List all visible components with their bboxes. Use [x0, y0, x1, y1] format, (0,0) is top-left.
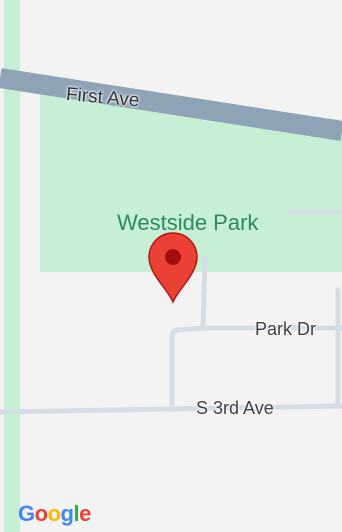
logo-letter: g	[60, 501, 74, 526]
google-logo: Google	[18, 501, 91, 527]
logo-letter: l	[73, 501, 80, 526]
minor-streets	[0, 209, 342, 415]
connector-street	[169, 255, 208, 407]
park-dr-label: Park Dr	[255, 319, 317, 339]
logo-letter: o	[47, 501, 61, 526]
park-name-label: Westside Park	[117, 210, 259, 235]
location-pin-icon[interactable]	[147, 232, 199, 304]
s-3rd-ave-label: S 3rd Ave	[196, 398, 274, 418]
logo-letter: G	[18, 501, 35, 526]
green-strip	[4, 0, 20, 532]
logo-letter: e	[79, 501, 91, 526]
logo-letter: o	[34, 501, 48, 526]
first-ave-road	[0, 68, 342, 141]
s-3rd-ave-road	[0, 403, 342, 415]
